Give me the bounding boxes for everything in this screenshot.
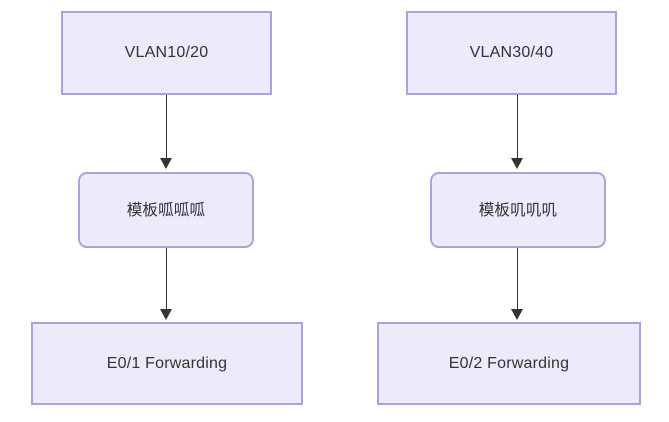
node-vlan-30-40[interactable]: VLAN30/40 xyxy=(406,11,617,95)
arrowhead-down-icon xyxy=(160,158,172,169)
edge-vlan10-20-to-template-guagua xyxy=(166,95,167,160)
edge-template-guagua-to-e0-1 xyxy=(166,248,167,311)
node-e0-1-forwarding[interactable]: E0/1 Forwarding xyxy=(31,322,303,405)
arrowhead-down-icon xyxy=(160,309,172,320)
node-e0-2-forwarding[interactable]: E0/2 Forwarding xyxy=(377,322,641,405)
edge-template-jiji-to-e0-2 xyxy=(517,248,518,311)
node-vlan-10-20[interactable]: VLAN10/20 xyxy=(61,11,272,95)
node-template-guagua[interactable]: 模板呱呱呱 xyxy=(78,172,254,248)
arrowhead-down-icon xyxy=(511,158,523,169)
arrowhead-down-icon xyxy=(511,309,523,320)
edge-vlan30-40-to-template-jiji xyxy=(517,95,518,160)
node-template-jiji[interactable]: 模板叽叽叽 xyxy=(430,172,606,248)
